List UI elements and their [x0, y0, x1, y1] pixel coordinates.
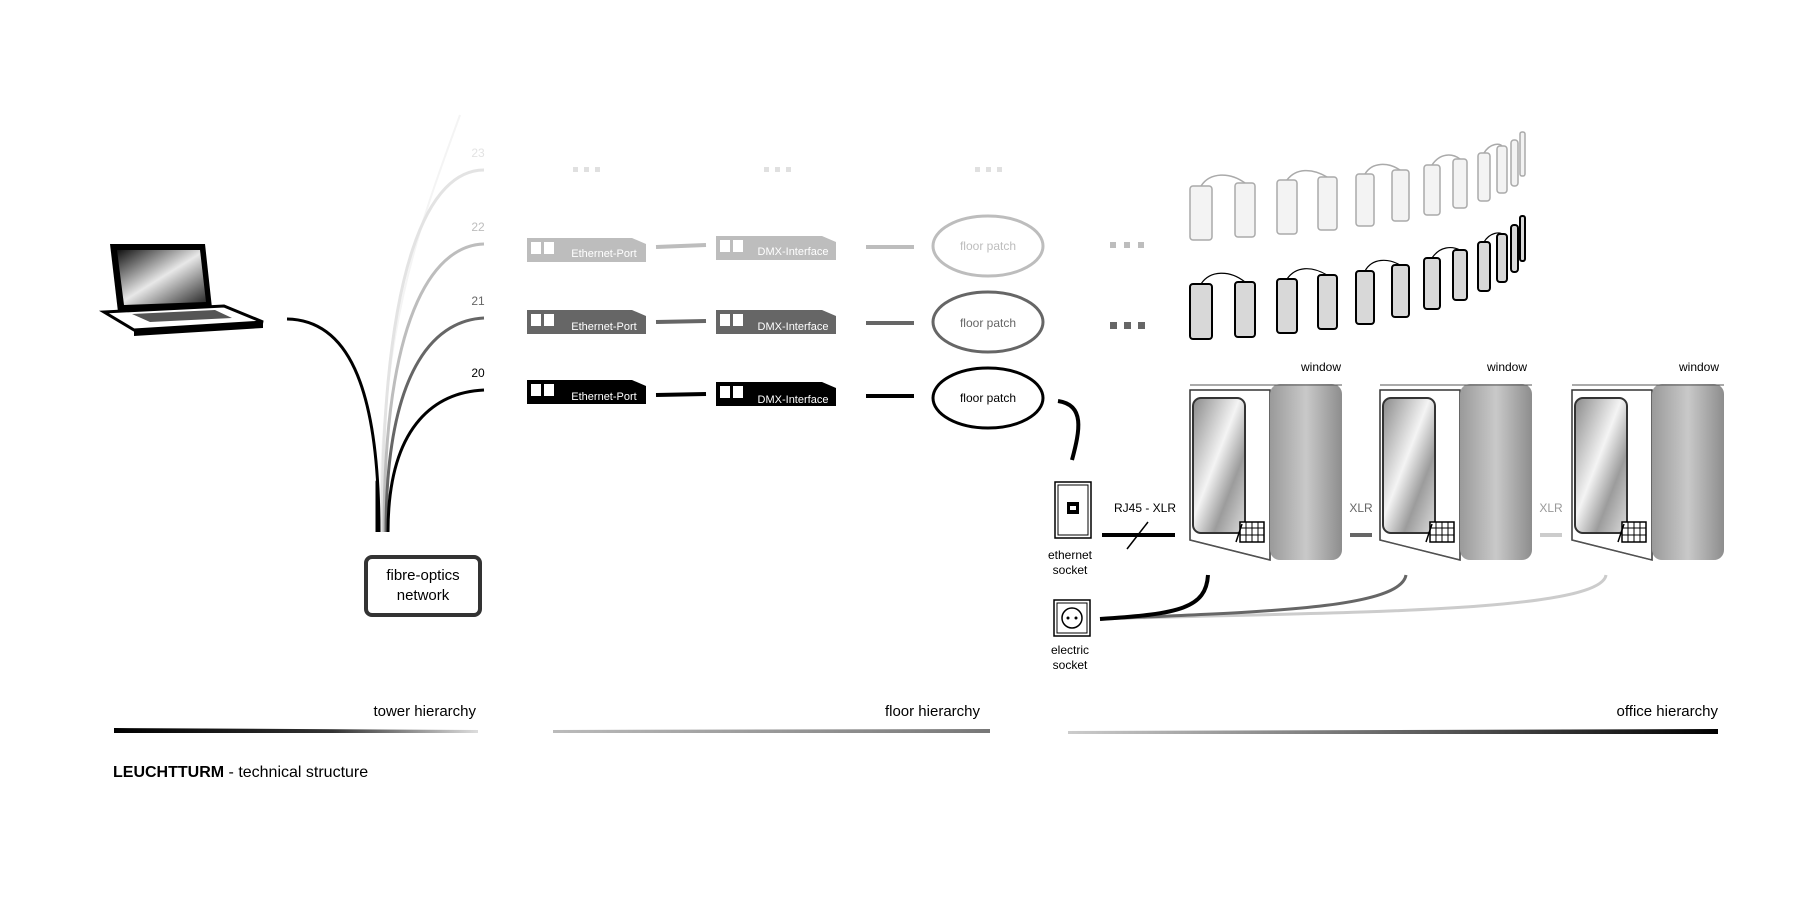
- floor-number-22: 22: [471, 220, 485, 234]
- ethernet-port-label-20: Ethernet-Port: [571, 391, 636, 403]
- power-cables: [1099, 574, 1608, 621]
- floor-number-23: 23: [471, 146, 485, 160]
- window-label-1: window: [1300, 360, 1341, 374]
- ethernet-port-20: Ethernet-Port: [527, 380, 646, 404]
- floor-row-20: Ethernet-Port DMX-Interface floor patch: [527, 366, 1081, 461]
- floor-hierarchy-bar: [553, 729, 990, 733]
- office-hierarchy-label: office hierarchy: [1617, 703, 1719, 720]
- ethernet-socket-label-line2: socket: [1053, 563, 1088, 577]
- floor-hierarchy-label: floor hierarchy: [885, 703, 981, 720]
- fibre-bundle: [286, 114, 485, 533]
- ellipsis-top-row: [573, 167, 1002, 172]
- ethernet-socket-label-line1: ethernet: [1048, 548, 1093, 562]
- dmx-interface-label-21: DMX-Interface: [758, 321, 829, 333]
- dmx-interface-label-22: DMX-Interface: [758, 246, 829, 258]
- ellipsis-floor-22: [1110, 242, 1144, 248]
- ellipsis-floor-21: [1110, 322, 1145, 329]
- dmx-interface-20: DMX-Interface: [716, 382, 836, 406]
- facade-row-lower: [1189, 215, 1526, 340]
- diagram-caption: LEUCHTTURM - technical structure: [113, 764, 368, 781]
- solar-panel-icon: [1617, 521, 1647, 543]
- floor-number-21: 21: [471, 294, 485, 308]
- dmx-interface-label-20: DMX-Interface: [758, 394, 829, 406]
- network-label-line2: network: [397, 587, 450, 604]
- solar-panel-icon: [1425, 521, 1455, 543]
- electric-socket-label-line1: electric: [1051, 643, 1089, 657]
- ethernet-port-21: Ethernet-Port: [527, 310, 646, 334]
- tower-hierarchy-bar: [114, 728, 478, 733]
- xlr-label-2: XLR: [1539, 501, 1563, 515]
- ethernet-socket-icon: [1054, 481, 1092, 539]
- ethernet-port-22: Ethernet-Port: [527, 238, 646, 262]
- office-module-2: window: [1379, 360, 1532, 561]
- dmx-interface-21: DMX-Interface: [716, 310, 836, 334]
- dmx-interface-22: DMX-Interface: [716, 236, 836, 260]
- solar-panel-icon: [1235, 521, 1265, 543]
- caption-bold: LEUCHTTURM: [113, 764, 224, 781]
- floor-patch-label-22: floor patch: [960, 239, 1016, 253]
- network-label-line1: fibre-optics: [386, 567, 459, 584]
- tower-hierarchy-label: tower hierarchy: [373, 703, 476, 720]
- floor-row-22: Ethernet-Port DMX-Interface floor patch: [527, 214, 1045, 278]
- office-module-1: window: [1189, 360, 1342, 561]
- window-label-2: window: [1486, 360, 1527, 374]
- electric-socket-icon: [1053, 599, 1091, 637]
- window-label-3: window: [1678, 360, 1719, 374]
- rj45-xlr-cable: RJ45 - XLR: [1102, 501, 1176, 550]
- xlr-cable-2: XLR: [1539, 501, 1563, 537]
- floor-number-20: 20: [471, 366, 485, 380]
- office-module-3: window: [1571, 360, 1724, 561]
- floor-row-21: Ethernet-Port DMX-Interface floor patch: [527, 290, 1045, 354]
- floor-patch-label-21: floor patch: [960, 316, 1016, 330]
- ethernet-port-label-21: Ethernet-Port: [571, 321, 636, 333]
- floor-patch-22: floor patch: [931, 214, 1045, 278]
- facade-row-upper: [1189, 131, 1526, 241]
- xlr-cable-1: XLR: [1349, 501, 1373, 537]
- floor-patch-label-20: floor patch: [960, 391, 1016, 405]
- xlr-label-1: XLR: [1349, 501, 1373, 515]
- ethernet-port-label-22: Ethernet-Port: [571, 248, 636, 260]
- fibre-optics-network-box: fibre-optics network: [364, 555, 482, 617]
- floor-patch-20: floor patch: [931, 366, 1045, 430]
- rj45-xlr-label: RJ45 - XLR: [1114, 501, 1176, 515]
- caption-rest: - technical structure: [224, 764, 368, 781]
- laptop-icon: [98, 244, 264, 336]
- floor-patch-21: floor patch: [931, 290, 1045, 354]
- electric-socket-label-line2: socket: [1053, 658, 1088, 672]
- office-hierarchy-bar: [1068, 729, 1718, 734]
